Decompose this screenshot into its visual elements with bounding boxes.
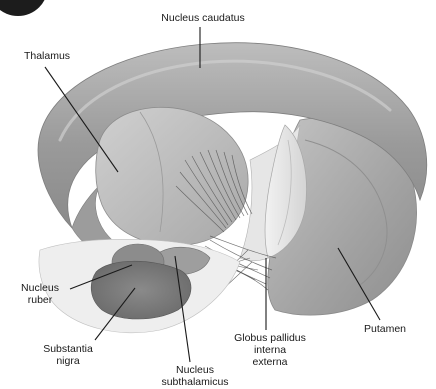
label-globus-pallidus-line3: externa: [222, 356, 318, 368]
label-nucleus-ruber: Nucleus ruber: [8, 282, 72, 306]
label-nucleus-ruber-line1: Nucleus: [8, 282, 72, 294]
label-thalamus: Thalamus: [12, 50, 82, 62]
corner-mark: [0, 0, 48, 16]
label-nucleus-caudatus-text: Nucleus caudatus: [143, 12, 263, 24]
label-putamen-text: Putamen: [352, 323, 418, 335]
label-substantia-nigra: Substantia nigra: [30, 343, 106, 367]
label-substantia-nigra-line2: nigra: [30, 355, 106, 367]
label-putamen: Putamen: [352, 323, 418, 335]
label-nucleus-caudatus: Nucleus caudatus: [143, 12, 263, 24]
label-globus-pallidus-line1: Globus pallidus: [222, 332, 318, 344]
label-nucleus-ruber-line2: ruber: [8, 294, 72, 306]
label-globus-pallidus: Globus pallidus interna externa: [222, 332, 318, 368]
label-nucleus-subthalamicus-line2: subthalamicus: [148, 376, 242, 388]
label-globus-pallidus-line2: interna: [222, 344, 318, 356]
label-thalamus-text: Thalamus: [12, 50, 82, 62]
substantia-nigra-shape: [91, 261, 191, 319]
label-substantia-nigra-line1: Substantia: [30, 343, 106, 355]
